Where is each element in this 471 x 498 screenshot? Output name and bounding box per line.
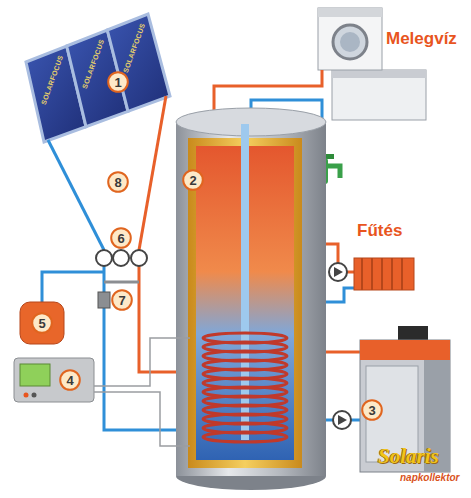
brand-text: SOLARFOCUS xyxy=(122,22,146,73)
pump-station xyxy=(131,250,147,266)
storage-tank xyxy=(176,108,326,490)
callout-marker: 2 xyxy=(182,169,204,191)
heat-exchanger-coil xyxy=(203,432,287,442)
cold-water-pipe xyxy=(326,419,333,422)
callout-marker: 5 xyxy=(31,312,53,334)
heating-circuit xyxy=(354,258,414,290)
cold-water-pipe xyxy=(326,288,354,302)
appliance xyxy=(318,8,426,120)
cold-water-pipe xyxy=(48,140,104,250)
controller xyxy=(14,358,94,402)
callout-number: 6 xyxy=(110,227,132,249)
cold-water-pipe xyxy=(42,272,104,302)
watermark: Solaris xyxy=(378,444,439,469)
callout-number: 4 xyxy=(59,369,81,391)
controller xyxy=(20,364,50,386)
sensor-wire xyxy=(94,338,190,386)
controller xyxy=(14,358,94,402)
callout-number: 3 xyxy=(361,399,383,421)
pump-station xyxy=(96,250,112,266)
section-heading: Melegvíz xyxy=(386,29,457,49)
callout-number: 2 xyxy=(182,169,204,191)
storage-tank xyxy=(241,124,249,440)
callout-number: 5 xyxy=(31,312,53,334)
brand-text: SOLARFOCUS xyxy=(40,54,64,105)
brand-text: SOLARFOCUS xyxy=(81,38,105,89)
boiler xyxy=(338,415,347,425)
callout-marker: 6 xyxy=(110,227,132,249)
callout-number: 7 xyxy=(111,289,133,311)
appliance xyxy=(340,32,360,52)
boiler xyxy=(333,411,351,429)
pump-station xyxy=(104,281,139,284)
pump-station xyxy=(113,250,129,266)
controller xyxy=(24,393,29,398)
heat-exchanger-coil xyxy=(203,333,287,442)
appliance xyxy=(318,8,382,70)
callout-marker: 7 xyxy=(111,289,133,311)
heating-circuit xyxy=(329,263,347,281)
storage-tank xyxy=(176,108,326,136)
sensor-wire xyxy=(94,392,190,446)
expansion-vessel xyxy=(20,302,64,344)
appliance xyxy=(333,25,367,59)
pump-station xyxy=(98,292,110,308)
watermark: napkollektor xyxy=(400,472,459,483)
callout-marker: 3 xyxy=(361,399,383,421)
callout-marker: 8 xyxy=(107,171,129,193)
callout-number: 1 xyxy=(107,71,129,93)
boiler xyxy=(360,340,450,360)
callout-marker: 4 xyxy=(59,369,81,391)
storage-tank xyxy=(176,122,326,476)
section-heading: Fűtés xyxy=(357,221,402,241)
appliance xyxy=(318,8,382,17)
boiler xyxy=(333,326,450,472)
cold-water-pipe xyxy=(351,419,360,422)
sensor-wire xyxy=(94,338,190,446)
solar-collector xyxy=(107,14,170,111)
callout-number: 8 xyxy=(107,171,129,193)
heating-circuit xyxy=(329,258,414,290)
hot-water-pipe xyxy=(326,351,360,354)
boiler xyxy=(360,340,450,472)
heating-circuit xyxy=(362,258,402,290)
hot-water-pipe xyxy=(139,96,166,250)
hot-water-pipe xyxy=(347,271,354,274)
solar-collector xyxy=(26,14,170,142)
water-tap xyxy=(328,166,340,178)
appliance xyxy=(332,70,426,120)
hot-water-pipe xyxy=(326,244,338,263)
appliance xyxy=(332,70,426,78)
callout-marker: 1 xyxy=(107,71,129,93)
expansion-vessel xyxy=(20,302,64,344)
controller xyxy=(32,393,37,398)
heating-circuit xyxy=(334,267,343,277)
